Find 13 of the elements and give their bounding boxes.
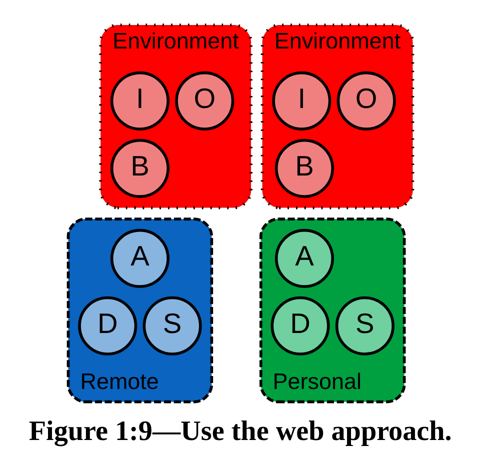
node-circle: I bbox=[110, 71, 169, 130]
node-circle: A bbox=[110, 228, 169, 288]
caption: Figure 1:9—Use the web approach. bbox=[28, 416, 452, 447]
node-circle: D bbox=[78, 296, 137, 356]
node-circle: O bbox=[336, 71, 396, 130]
node-circle: S bbox=[142, 296, 202, 356]
node-circle: D bbox=[270, 296, 330, 356]
node-circle: B bbox=[110, 138, 169, 198]
node-circle: A bbox=[274, 228, 334, 288]
node-circle: S bbox=[334, 296, 394, 356]
node-circle: B bbox=[274, 138, 334, 198]
node-circle: I bbox=[272, 71, 331, 130]
node-circle: O bbox=[174, 71, 234, 130]
